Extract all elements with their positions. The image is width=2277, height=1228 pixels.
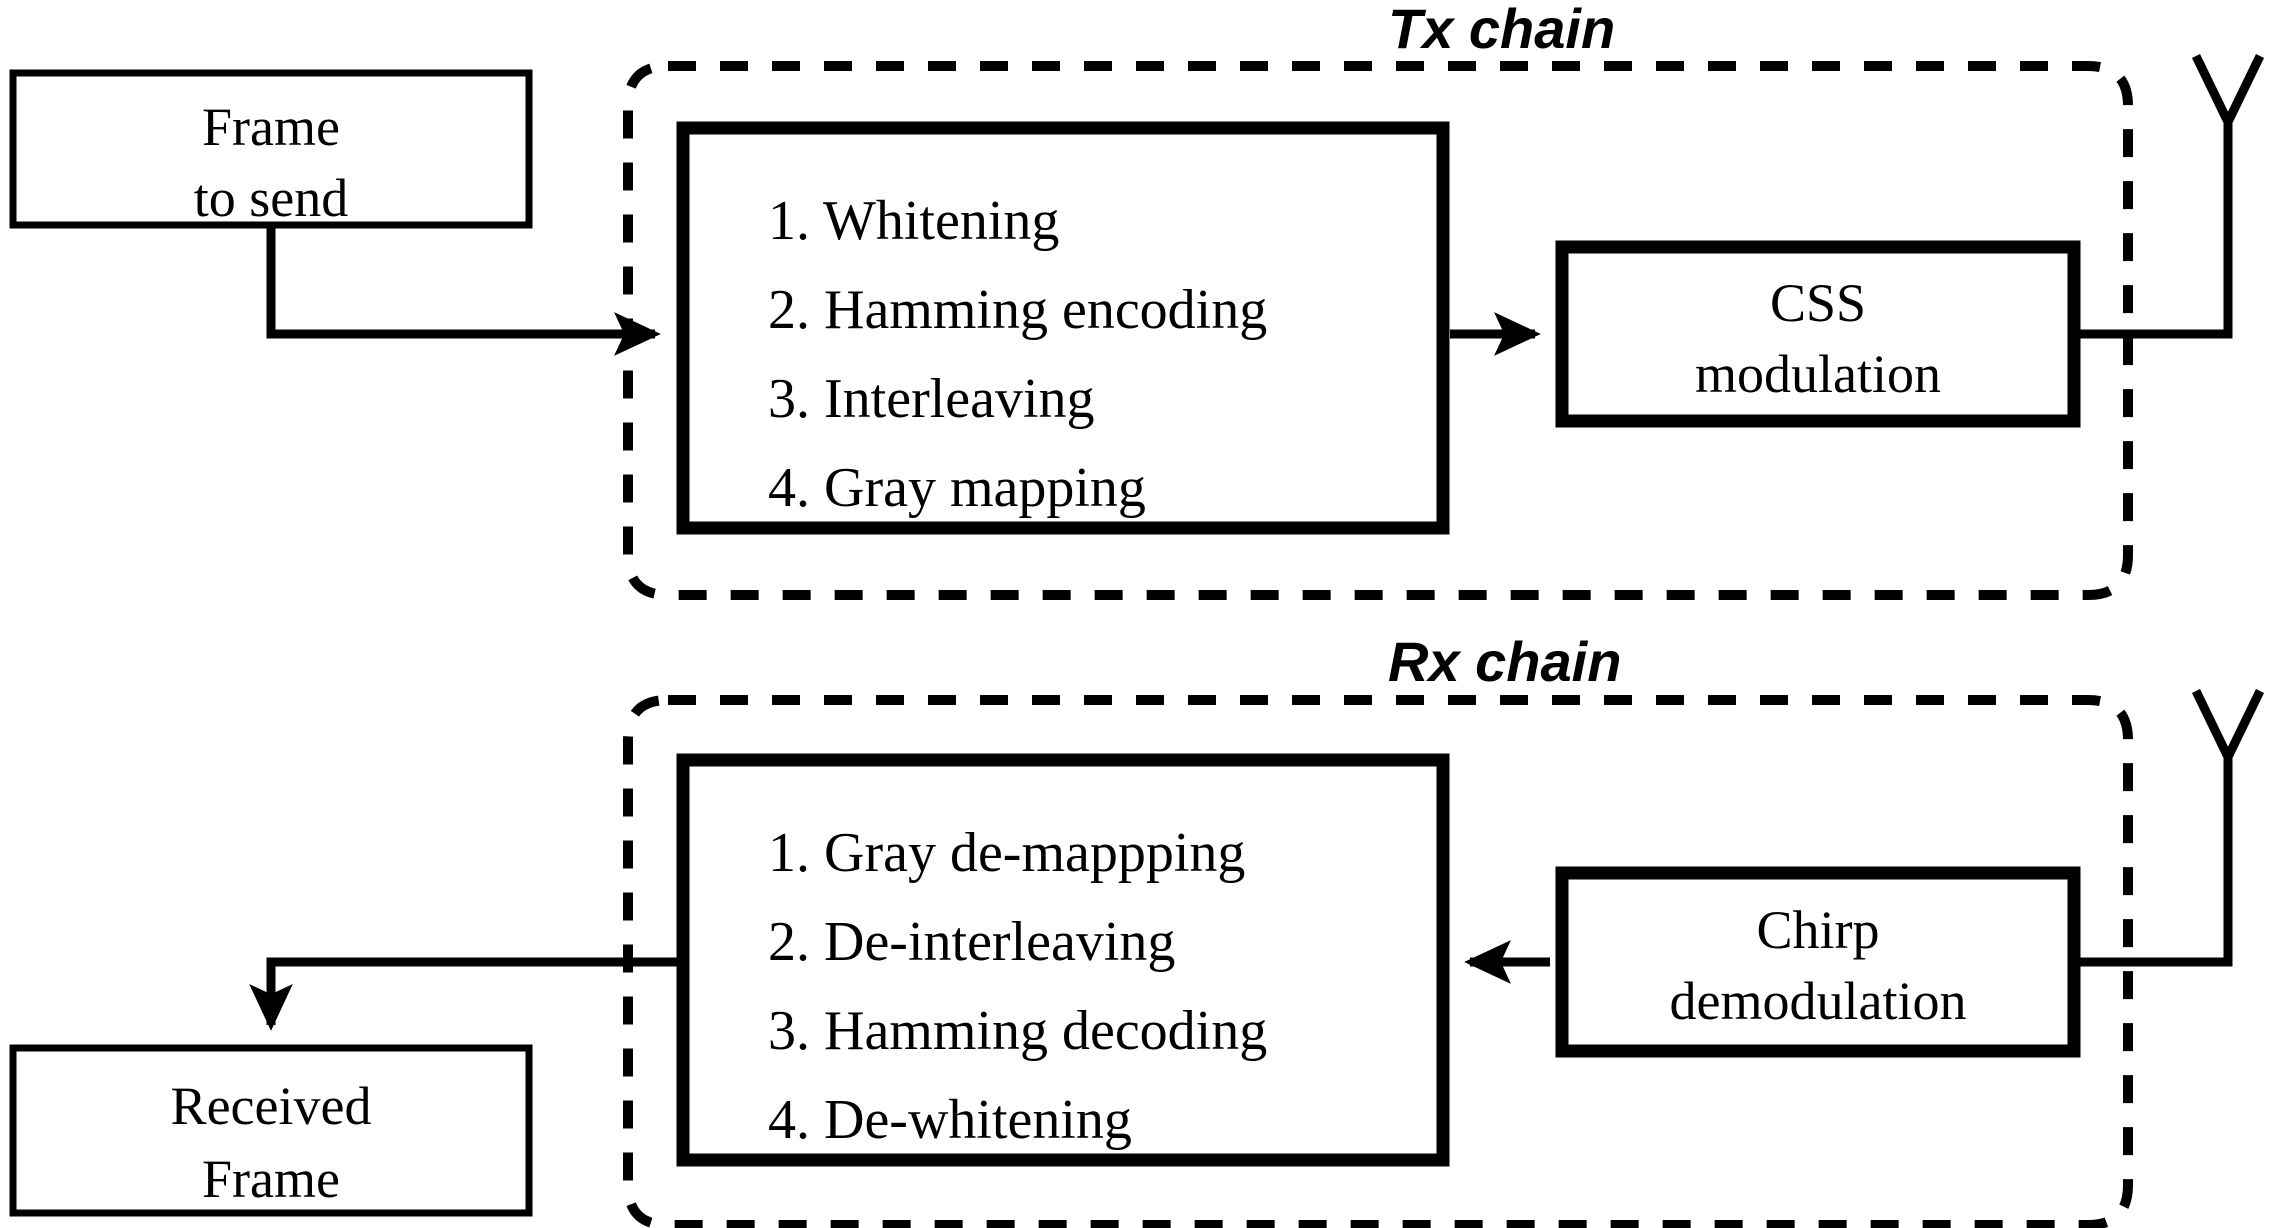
tx-antenna-icon: [2191, 54, 2265, 160]
rx-step-3: 3. Hamming decoding: [768, 1000, 1267, 1062]
tx-processing-block: [676, 121, 1450, 535]
rx-chain-boundary: [623, 695, 2133, 1228]
rx-chain-label: Rx chain: [1388, 630, 1621, 693]
chirp-demodulation-line2: demodulation: [1670, 971, 1967, 1031]
wire-antenna-to-demodulation: [2074, 795, 2233, 967]
rx-step-4: 4. De-whitening: [768, 1089, 1132, 1151]
frame-to-send-line2: to send: [194, 168, 349, 228]
rx-processing-block: [676, 753, 1450, 1167]
tx-step-4: 4. Gray mapping: [768, 457, 1146, 519]
received-frame-box: [9, 1044, 533, 1217]
wire-modulation-to-antenna: [2074, 160, 2233, 339]
tx-step-3: 3. Interleaving: [768, 368, 1095, 430]
tx-chain-label: Tx chain: [1388, 0, 1615, 60]
tx-chain-boundary: [623, 61, 2133, 600]
received-frame-line1: Received: [171, 1076, 372, 1136]
wire-processing-to-received-frame: [249, 957, 680, 1031]
frame-to-send-box: [9, 69, 533, 229]
css-modulation-line2: modulation: [1695, 344, 1941, 404]
css-modulation-line1: CSS: [1770, 273, 1866, 333]
tx-step-1: 1. Whitening: [768, 190, 1059, 252]
frame-to-send-line1: Frame: [202, 97, 340, 157]
rx-step-2: 2. De-interleaving: [768, 911, 1175, 973]
received-frame-line2: Frame: [202, 1149, 340, 1209]
rx-step-1: 1. Gray de-mappping: [768, 822, 1245, 884]
chirp-demodulation-line1: Chirp: [1756, 900, 1879, 960]
tx-step-2: 2. Hamming encoding: [768, 279, 1267, 341]
wire-frame-to-processing: [266, 226, 661, 356]
rx-antenna-icon: [2191, 689, 2265, 795]
